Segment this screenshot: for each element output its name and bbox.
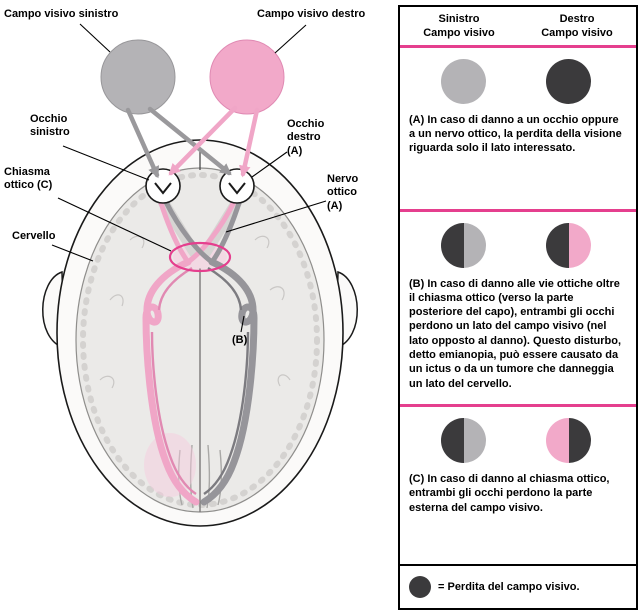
section-a-right-eye-field [546,58,591,104]
label-brain: Cervello [12,230,56,242]
panel-header-left: Sinistro Campo visivo [423,13,495,39]
field-half [568,222,591,268]
section-b: (B) In caso di danno alle vie ottiche ol… [400,212,636,400]
magenta-divider [400,44,636,48]
section-c-text: (C) In caso di danno al chiasma ottico, … [409,472,610,514]
brain-pathways-illustration [42,23,358,527]
optic-chiasm-highlight [168,241,232,273]
eye-inversion-arrows [154,182,246,195]
loss-legend-circle [409,576,431,598]
section-a-circles [409,58,627,104]
left-visual-field-disc [100,39,176,115]
label-right-visual-field: Campo visivo destro [257,8,366,20]
label-optic-nerve: Nervo ottico (A) [327,173,359,212]
field-half [463,417,486,463]
legend-text: = Perdita del campo visivo. [438,581,580,593]
section-a: (A) In caso di danno a un occhio oppure … [400,48,636,205]
field-half [568,58,591,104]
field-to-eye-rays [125,105,260,179]
chiasm-crossing-fibres [157,197,243,265]
field-half [568,417,591,463]
left-eye-orbit [145,168,181,204]
label-left-visual-field: Campo visivo sinistro [4,8,119,20]
magenta-divider [400,208,636,212]
field-half [441,222,464,268]
section-c-right-eye-field [546,417,591,463]
field-half [441,58,464,104]
field-half [546,58,569,104]
black-divider [400,564,636,566]
panel-header: Sinistro Campo visivo Destro Campo visiv… [400,7,636,41]
right-visual-field-disc [209,39,285,115]
magenta-divider [400,403,636,407]
field-half [546,222,569,268]
field-half [463,222,486,268]
label-left-eye: Occhio sinistro [30,113,70,139]
left-optic-tract-pink [142,258,200,506]
leader-lines [51,23,327,333]
label-optic-chiasm: Chiasma ottico (C) [4,166,53,192]
field-half [463,58,486,104]
section-c-circles [409,417,627,463]
right-optic-tract-gray [200,258,258,506]
field-half [546,417,569,463]
legend: = Perdita del campo visivo. [400,566,636,608]
field-half [441,417,464,463]
section-b-left-eye-field [441,222,486,268]
gyri-detail [99,235,291,389]
section-b-text: (B) In caso di danno alle vie ottiche ol… [409,277,622,390]
section-b-right-eye-field [546,222,591,268]
section-a-text: (A) In caso di danno a un occhio oppure … [409,113,622,155]
explanation-panel: Sinistro Campo visivo Destro Campo visiv… [398,5,638,610]
right-eye-orbit [219,168,255,204]
section-c-left-eye-field [441,417,486,463]
brain-diagram: Campo visivo sinistro Campo visivo destr… [4,8,366,527]
section-c: (C) In caso di danno al chiasma ottico, … [400,407,636,564]
label-b-marker: (B) [232,334,248,346]
label-right-eye: Occhio destro (A) [287,118,325,157]
section-a-left-eye-field [441,58,486,104]
section-b-circles [409,222,627,268]
panel-header-right: Destro Campo visivo [541,13,613,39]
